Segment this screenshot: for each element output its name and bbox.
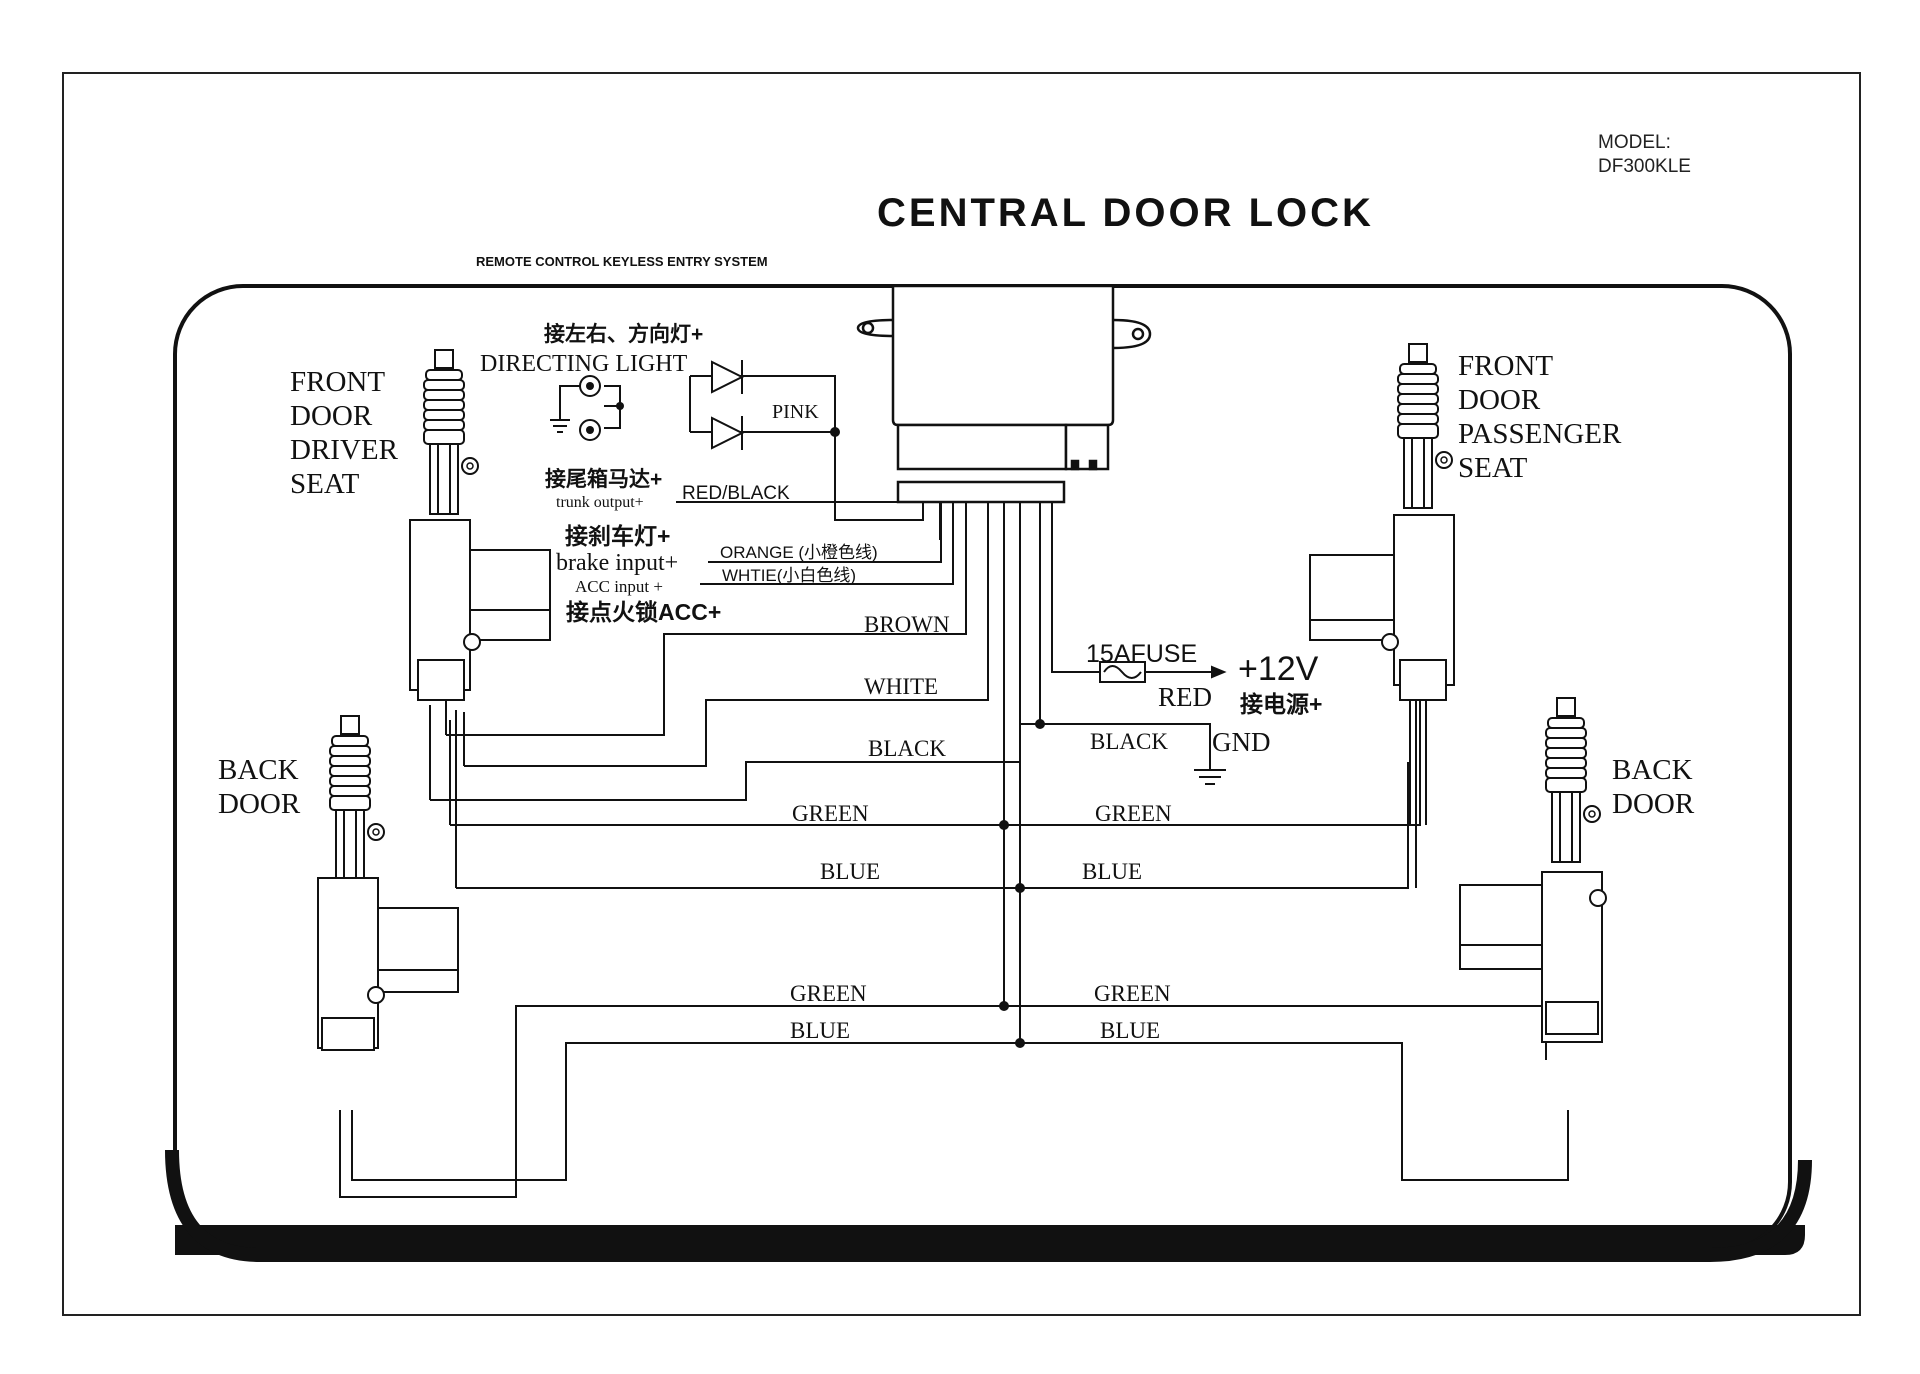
back-right-line2: DOOR [1612, 788, 1695, 820]
back-right-line1: BACK [1612, 754, 1693, 786]
blue-left-label-1: BLUE [820, 859, 880, 884]
black-wire-label: BLACK [868, 736, 946, 761]
page-subtitle: REMOTE CONTROL KEYLESS ENTRY SYSTEM [476, 254, 768, 269]
orange-wire-label: ORANGE (小橙色线) [720, 543, 878, 562]
blue-right-label-2: BLUE [1100, 1018, 1160, 1043]
front-passenger-line4: SEAT [1458, 452, 1528, 484]
page-title: CENTRAL DOOR LOCK [877, 191, 1374, 235]
front-passenger-line2: DOOR [1458, 384, 1541, 416]
actuator-back-right [1459, 697, 1607, 1043]
outer-frame [62, 72, 1861, 1316]
blue-left-label-2: BLUE [790, 1018, 850, 1043]
back-left-line2: DOOR [218, 788, 301, 820]
front-driver-line4: SEAT [290, 468, 360, 500]
green-right-label-1: GREEN [1095, 801, 1172, 826]
front-driver-line1: FRONT [290, 366, 385, 398]
model-label: MODEL: [1598, 132, 1671, 153]
ground-symbol [1194, 769, 1226, 785]
red-black-label: RED/BLACK [682, 483, 790, 504]
fuse [1099, 661, 1227, 683]
actuator-front-driver [409, 349, 551, 701]
label-front-passenger: FRONT DOOR PASSENGER SEAT [1458, 350, 1622, 484]
voltage-label: +12V [1238, 650, 1319, 688]
brown-wire-label: BROWN [864, 612, 950, 637]
gnd-label: GND [1212, 727, 1271, 757]
directing-light-cn: 接左右、方向灯+ [544, 322, 703, 346]
trunk-en: trunk output+ [556, 494, 644, 511]
white-wire-label: WHITE [864, 674, 938, 699]
blue-right-label-1: BLUE [1082, 859, 1142, 884]
brake-cn: 接刹车灯+ [565, 523, 670, 549]
white-small-wire-label: WHTIE(小白色线) [722, 566, 856, 585]
green-left-label-1: GREEN [792, 801, 869, 826]
acc-en: ACC input + [575, 577, 663, 596]
front-passenger-line1: FRONT [1458, 350, 1553, 382]
brake-en: brake input+ [556, 550, 678, 576]
front-driver-line2: DOOR [290, 400, 373, 432]
front-driver-line3: DRIVER [290, 434, 399, 466]
black-gnd-wire-label: BLACK [1090, 729, 1168, 754]
power-cn: 接电源+ [1240, 691, 1322, 717]
green-left-label-2: GREEN [790, 981, 867, 1006]
front-passenger-line3: PASSENGER [1458, 418, 1622, 450]
pink-wire-label: PINK [772, 401, 819, 423]
actuator-back-left [317, 715, 459, 1051]
control-module [856, 284, 1152, 504]
directing-light-en: DIRECTING LIGHT [480, 351, 688, 377]
fuse-label: 15AFUSE [1086, 640, 1197, 668]
label-back-right: BACK DOOR [1612, 754, 1695, 820]
acc-cn: 接点火锁ACC+ [566, 599, 721, 625]
junction-dots [616, 402, 1045, 1048]
back-left-line1: BACK [218, 754, 299, 786]
actuator-front-passenger [1309, 343, 1455, 701]
label-front-driver: FRONT DOOR DRIVER SEAT [290, 366, 399, 500]
green-right-label-2: GREEN [1094, 981, 1171, 1006]
model-value: DF300KLE [1598, 156, 1691, 177]
label-back-left: BACK DOOR [218, 754, 301, 820]
directing-light-lamps [550, 360, 745, 450]
red-wire-label: RED [1158, 682, 1212, 712]
trunk-cn: 接尾箱马达+ [545, 467, 662, 491]
frame-base-bar [175, 1225, 1805, 1255]
